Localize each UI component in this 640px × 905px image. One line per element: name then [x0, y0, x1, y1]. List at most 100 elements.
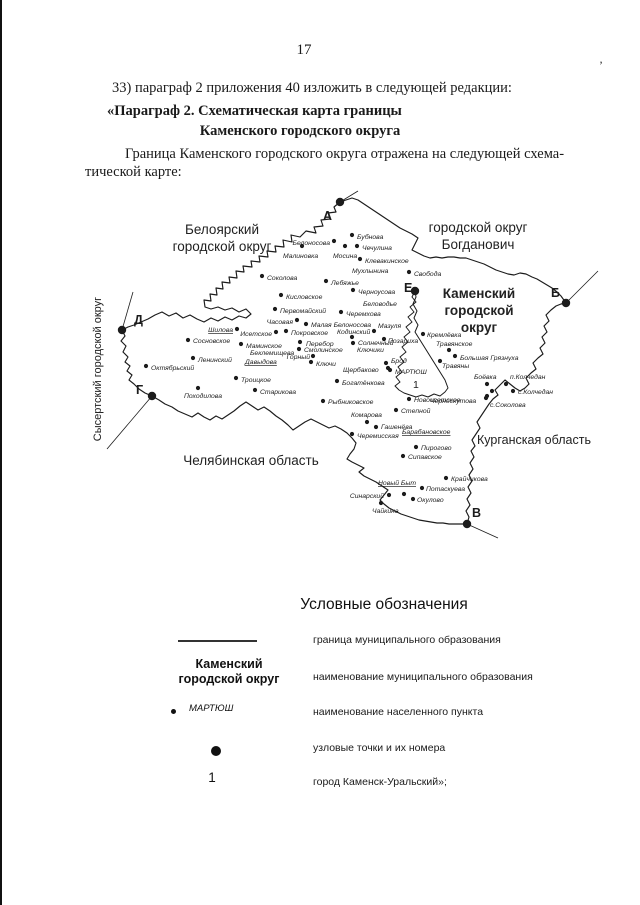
settlement-dot: [349, 334, 355, 340]
settlement-label: Большая Грязнуха: [460, 355, 519, 362]
legend-node-dot-symbol: [211, 746, 221, 756]
settlement-dot: [323, 278, 329, 284]
settlement-dot: [406, 269, 412, 275]
settlement-label: Черемисская: [357, 433, 399, 440]
settlement-dot: [297, 339, 303, 345]
settlement-label: Гашенёва: [381, 424, 413, 431]
settlement-dot: [349, 431, 355, 437]
settlement-dot: [338, 309, 344, 315]
settlement-label: Перебор: [306, 340, 334, 348]
settlement-label: Комарова: [351, 412, 382, 419]
paragraph-heading-line2: Каменского городского округа: [199, 123, 401, 139]
settlement-dot: [400, 453, 406, 459]
settlement-label: Сосновское: [193, 338, 230, 345]
settlement-dot: [272, 306, 278, 312]
settlement-label: Степной: [401, 407, 431, 415]
settlement-label: Ключики: [357, 347, 384, 354]
legend-municipality-name-label: наименование муниципального образования: [313, 671, 533, 683]
settlement-label: Рыбниковское: [328, 398, 374, 406]
settlement-dot: [342, 243, 348, 249]
node-leader-line: [466, 523, 499, 539]
settlement-label: с.Соколова: [490, 402, 526, 409]
settlement-dot: [443, 475, 449, 481]
settlement-dot: [233, 375, 239, 381]
legend-title: Условные обозначения: [300, 596, 468, 613]
settlement-dot: [483, 395, 489, 401]
settlement-dot: [185, 337, 191, 343]
settlement-label: Мосина: [333, 253, 357, 260]
settlement-label: Богатёнкова: [342, 380, 385, 387]
settlement-dot: [387, 367, 393, 373]
settlement-label: Черемхова: [346, 311, 381, 318]
settlement-label: Новоисетское: [414, 397, 461, 404]
region-label: городской: [444, 303, 513, 318]
settlement-dot: [381, 336, 387, 342]
region-label: Белоярский: [185, 222, 259, 237]
settlement-label: Шилова: [208, 327, 233, 334]
settlement-label: Боёвка: [474, 374, 497, 381]
district-boundary-line: [120, 197, 567, 525]
node-letter: В: [472, 506, 481, 520]
legend-municipality-name-line1: Каменский: [195, 657, 263, 671]
settlement-label: Солнечный: [358, 339, 394, 347]
settlement-label: Часовая: [267, 319, 294, 326]
node-point-dot: [410, 286, 420, 296]
settlement-label: Травянское: [436, 341, 473, 348]
settlement-dot: [410, 496, 416, 502]
settlement-dot: [503, 381, 509, 387]
settlement-dot: [510, 388, 516, 394]
settlement-label: Октябрьский: [151, 364, 194, 372]
settlement-label: Беклемищева: [250, 350, 294, 357]
settlement-dot: [354, 243, 360, 249]
settlement-label: Щербаково: [343, 366, 379, 374]
settlement-label: Малая Белоносова: [311, 322, 371, 329]
settlement-label: Кремлёвка: [427, 332, 462, 339]
region-label: городской округ: [429, 220, 528, 235]
settlement-dot: [238, 341, 244, 347]
settlement-label: Кодинский: [337, 328, 370, 336]
region-label: Богданович: [442, 237, 515, 252]
page-number: 17: [296, 42, 312, 58]
settlement-label: Троицкое: [241, 377, 271, 384]
settlement-label: Ключи: [316, 361, 336, 368]
settlement-label: Старикова: [260, 389, 296, 396]
city-boundary-line: [394, 290, 449, 398]
settlement-label: Первомайский: [280, 307, 326, 315]
settlement-label: Синарский: [350, 492, 384, 500]
legend-city-number-symbol: 1: [208, 770, 216, 785]
settlement-dot: [371, 328, 377, 334]
legend-settlement-label: наименование населенного пункта: [313, 706, 484, 718]
region-label: городской округ: [173, 239, 272, 254]
settlement-label: Беловодье: [363, 300, 397, 308]
settlement-dot: [273, 329, 279, 335]
settlement-dot: [350, 340, 356, 346]
settlement-label: Сипавское: [408, 454, 442, 461]
settlement-label: Пирогово: [421, 445, 452, 452]
node-letter: Е: [404, 281, 412, 295]
settlement-dot: [406, 396, 412, 402]
node-point-dot: [335, 197, 345, 207]
settlement-dot: [446, 347, 452, 353]
settlement-label: Исетское: [240, 331, 272, 338]
amendment-intro-paragraph: 33) параграф 2 приложения 40 изложить в …: [112, 80, 512, 96]
settlement-dot: [383, 360, 389, 366]
node-leader-line: [565, 270, 599, 304]
settlement-label: Походилова: [184, 392, 222, 400]
legend-municipality-name-symbol: Каменский городской округ: [167, 657, 291, 687]
settlement-label: Барабановское: [402, 428, 451, 436]
settlement-label: Крайчикова: [451, 475, 488, 483]
settlement-dot: [350, 287, 356, 293]
settlement-label: Горный: [287, 353, 311, 361]
region-label: округ: [461, 320, 498, 335]
settlement-label: Окулово: [417, 497, 444, 504]
region-label: Каменский: [443, 286, 515, 301]
settlement-dot: [334, 378, 340, 384]
paragraph-heading-line1: «Параграф 2. Схематическая карта границы: [107, 103, 402, 119]
settlement-dot: [489, 388, 495, 394]
settlement-dot: [386, 492, 392, 498]
settlement-dot: [373, 424, 379, 430]
settlement-dot: [190, 355, 196, 361]
settlement-dot: [331, 238, 337, 244]
node-leader-line: [121, 291, 134, 331]
